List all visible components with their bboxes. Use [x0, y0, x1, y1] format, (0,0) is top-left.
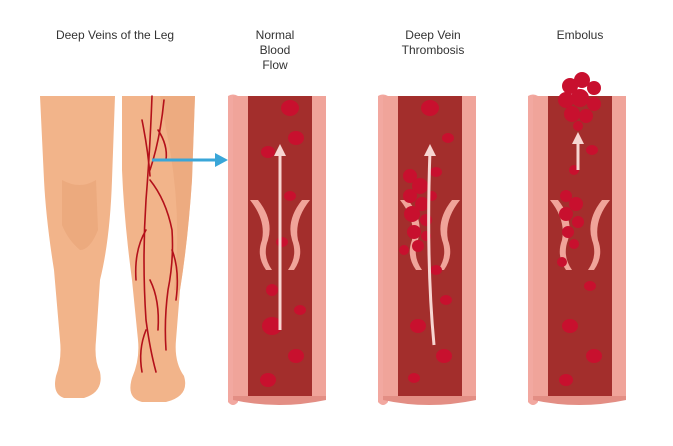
blood-cell — [261, 146, 275, 158]
blood-cell — [559, 374, 573, 386]
vessel-normal — [228, 94, 326, 405]
blood-cell — [284, 191, 296, 201]
flow-arrowhead — [274, 144, 286, 156]
blood-cell — [408, 373, 420, 383]
title-dvt-line2: Thrombosis — [401, 43, 465, 57]
blood-cell — [281, 100, 299, 116]
vessel-embolus — [528, 72, 626, 405]
title-normal-blood-flow: Normal Blood Flow — [230, 28, 320, 73]
blood-cell — [442, 133, 454, 143]
legs-illustration — [40, 95, 228, 402]
blood-cell — [586, 145, 598, 155]
vessel-dvt — [378, 94, 476, 405]
blood-cell — [436, 349, 452, 363]
flow-arrow — [427, 149, 436, 346]
flow-arrowhead — [424, 144, 436, 156]
title-normal-line1: Normal — [255, 28, 295, 42]
blood-cell — [584, 281, 596, 291]
residual-clot — [557, 190, 584, 267]
blood-cell — [288, 349, 304, 363]
blood-cell — [562, 319, 578, 333]
blood-cell — [440, 295, 452, 305]
blood-cell — [276, 237, 288, 247]
leg-veins — [134, 95, 179, 373]
blood-cell — [260, 373, 276, 387]
title-normal-line3: Flow — [262, 58, 288, 72]
blood-cell — [430, 265, 442, 275]
blood-cell — [586, 349, 602, 363]
blood-cell — [421, 100, 439, 116]
pointer-arrow-head — [215, 153, 228, 167]
title-deep-vein-thrombosis: Deep Vein Thrombosis — [378, 28, 488, 58]
title-dvt-line1: Deep Vein — [405, 28, 461, 42]
blood-cell — [410, 319, 426, 333]
blood-cell — [294, 305, 306, 315]
blood-cell — [430, 167, 442, 177]
embolus-clot — [558, 72, 601, 131]
flow-arrowhead — [572, 132, 584, 144]
title-normal-line2: Blood — [259, 43, 291, 57]
blood-cell — [262, 317, 282, 335]
blood-cell — [266, 284, 278, 296]
back-leg-shadow — [160, 96, 195, 290]
front-leg-shadow — [62, 180, 98, 250]
title-embolus: Embolus — [556, 28, 604, 42]
blood-cell — [288, 131, 304, 145]
title-deep-veins: Deep Veins of the Leg — [55, 28, 175, 42]
